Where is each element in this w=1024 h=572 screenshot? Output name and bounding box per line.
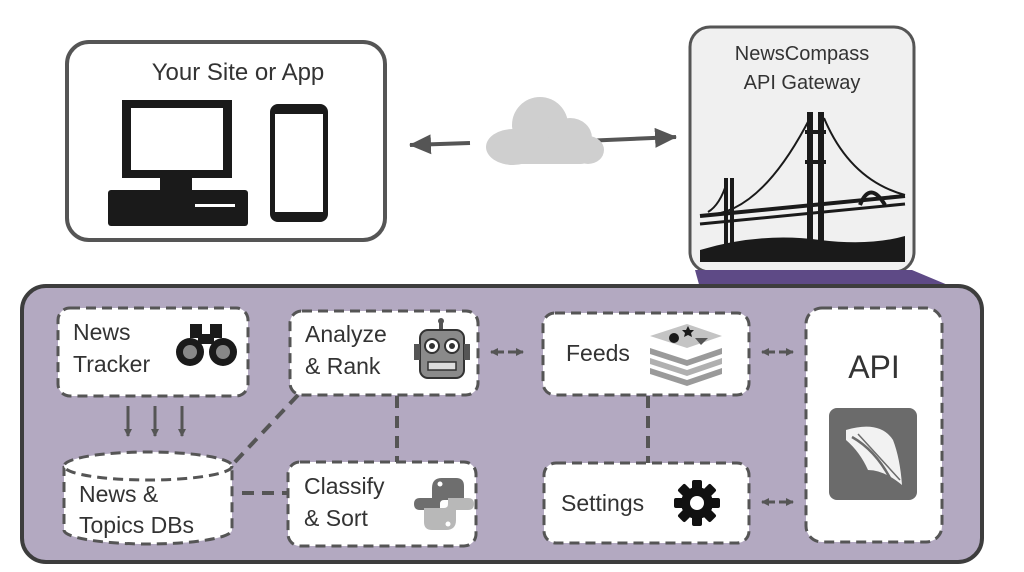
desktop-computer-icon [108,100,248,226]
analyze-rank-label-line1: Analyze [305,321,387,347]
api-label: API [848,349,900,385]
gateway-funnel [695,270,955,288]
settings-node: Settings [542,461,751,545]
news-topics-db-node: News & Topics DBs [62,450,234,546]
binoculars-icon [176,324,237,366]
news-tracker-label-line1: News [73,319,131,345]
gateway-title-line1: NewsCompass [735,43,869,65]
analyze-rank-label-line2: & Rank [305,353,381,379]
analyze-rank-node: Analyze & Rank [288,309,480,397]
network-connection [409,97,677,165]
news-tracker-label-line2: Tracker [73,351,150,377]
client-box: Your Site or App [65,40,387,242]
python-logo-icon [414,478,474,530]
api-node: API [804,306,944,544]
classify-sort-node: Classify & Sort [286,460,478,548]
golden-gate-bridge-icon [699,112,906,262]
quill-pen-icon [829,408,917,500]
gateway-title-line2: API Gateway [744,72,861,94]
layered-stack-icon [650,324,722,386]
api-gateway-box: NewsCompass API Gateway [688,25,916,274]
classify-sort-label-line1: Classify [304,473,385,499]
down-arrows [124,406,186,437]
gear-icon [674,480,720,526]
news-tracker-node: News Tracker [56,306,250,398]
feeds-node: Feeds [541,311,751,397]
feeds-label: Feeds [566,340,630,366]
client-box-title: Your Site or App [152,59,325,86]
news-topics-db-label-line2: Topics DBs [79,512,194,538]
news-topics-db-label-line1: News & [79,481,158,507]
settings-label: Settings [561,490,644,516]
smartphone-icon [270,104,328,222]
bidirectional-arrows [490,348,794,506]
cloud-icon [486,97,604,165]
robot-icon [414,318,470,379]
classify-sort-label-line2: & Sort [304,505,369,531]
